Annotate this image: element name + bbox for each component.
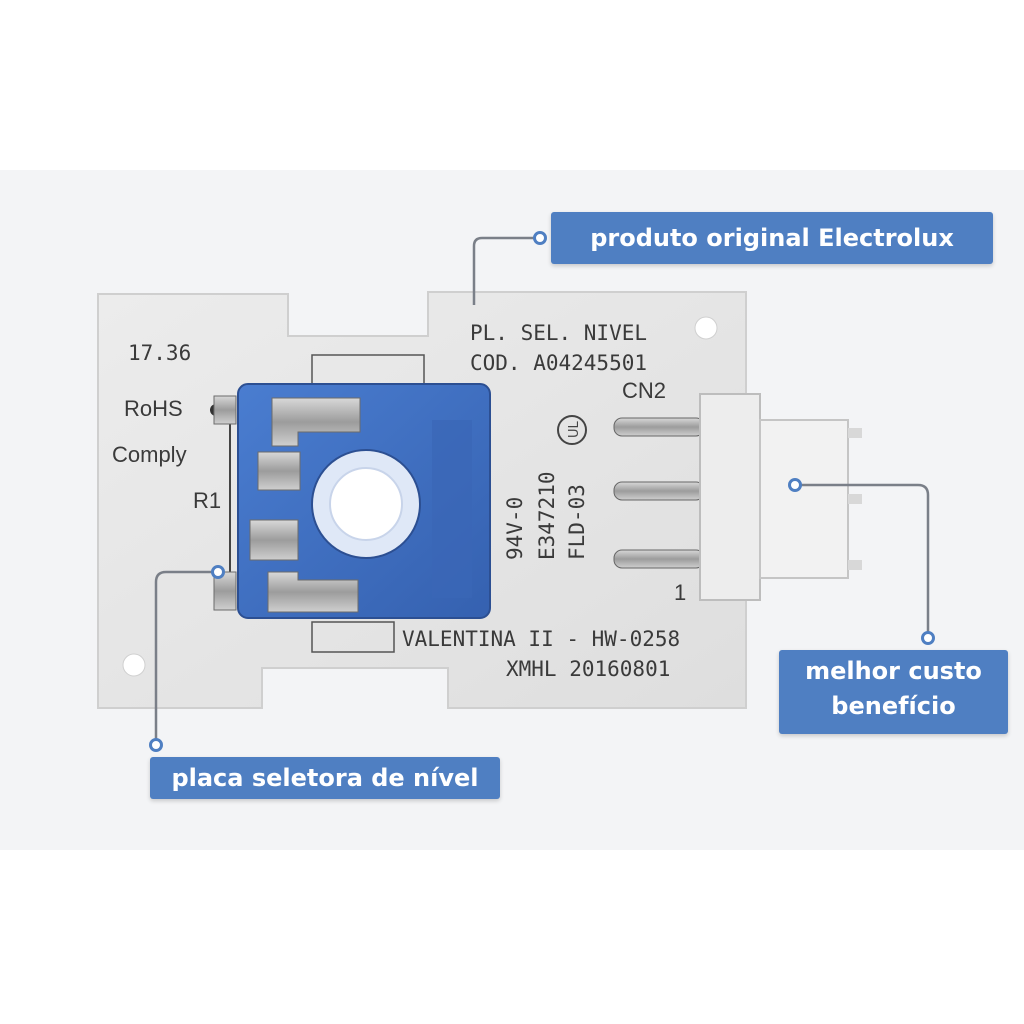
callout-value-line2: benefício [831, 692, 956, 720]
ref-label: R1 [193, 488, 221, 513]
potentiometer [213, 383, 491, 619]
svg-text:UL: UL [567, 420, 582, 438]
terminal-clip [249, 519, 299, 561]
mounting-hole [122, 653, 146, 677]
connector-label: CN2 [622, 378, 666, 403]
model-text: FLD-03 [565, 484, 589, 560]
pin-label: 1 [674, 580, 686, 605]
ul-file-text: E347210 [535, 471, 559, 560]
callout-dots [149, 231, 935, 752]
board-bottom2: XMHL 20160801 [506, 657, 670, 681]
callout-original-product: produto original Electrolux [551, 212, 993, 264]
terminal-clip [271, 397, 361, 447]
date-code: 17.36 [128, 341, 191, 365]
connector-housing [699, 393, 862, 601]
terminal-clip [267, 571, 359, 613]
board-line2: COD. A04245501 [470, 351, 647, 375]
callout-value: melhor custo benefício [779, 650, 1008, 734]
callout-selector: placa seletora de nível [150, 757, 500, 799]
connector-pins [613, 417, 705, 569]
ul-logo: UL [557, 415, 587, 445]
callout-leaders [154, 236, 930, 745]
terminal-clip [257, 451, 301, 491]
callout-selector-text: placa seletora de nível [171, 764, 479, 792]
board-line1: PL. SEL. NIVEL [470, 321, 647, 345]
board-bottom1: VALENTINA II - HW-0258 [402, 627, 680, 651]
rohs-label: RoHS [124, 396, 183, 421]
mounting-hole [694, 316, 718, 340]
rating-text: 94V-0 [503, 497, 527, 560]
comply-label: Comply [112, 442, 187, 467]
callout-value-line1: melhor custo [805, 657, 982, 685]
silk-outline [311, 621, 395, 653]
callout-original-text: produto original Electrolux [590, 224, 954, 252]
